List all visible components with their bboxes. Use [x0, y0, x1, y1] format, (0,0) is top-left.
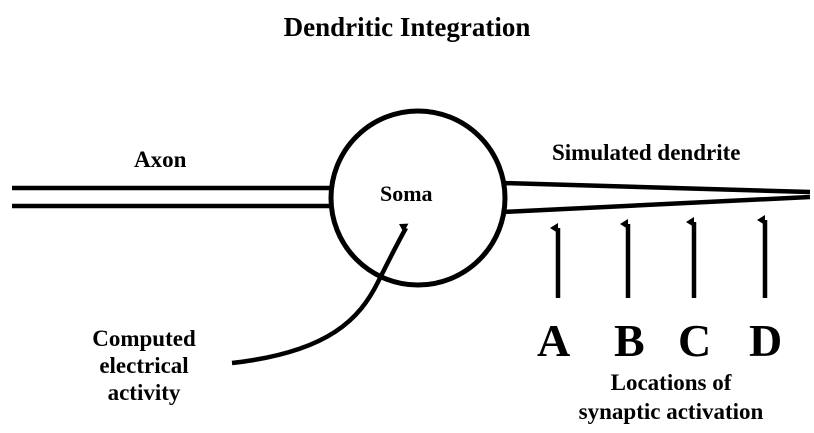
locations-line-2: synaptic activation	[578, 399, 764, 424]
location-d-label: D	[749, 315, 783, 366]
soma-circle	[328, 108, 508, 288]
dendrite-lines	[501, 180, 811, 215]
locations-line-1: Locations of	[610, 370, 732, 395]
computed-activity-line-1: Computed	[92, 326, 196, 351]
computed-activity-label: Computed electrical activity	[84, 325, 204, 406]
dendrite-lower-line	[501, 194, 811, 215]
computed-activity-arrow	[231, 223, 409, 366]
axon-label: Axon	[134, 147, 187, 172]
location-c-label: C	[678, 315, 712, 366]
computed-activity-line-3: activity	[107, 380, 181, 405]
synaptic-locations-label: Locations of synaptic activation	[556, 368, 786, 426]
diagram-title: Dendritic Integration	[283, 12, 531, 42]
dendrite-label: Simulated dendrite	[552, 140, 741, 165]
dendrite-upper-line	[501, 180, 811, 195]
computed-activity-line-2: electrical	[99, 353, 189, 378]
axon-lines	[12, 185, 340, 209]
soma-label: Soma	[380, 181, 433, 206]
location-a-label: A	[537, 315, 571, 366]
location-b-label: B	[614, 315, 645, 366]
